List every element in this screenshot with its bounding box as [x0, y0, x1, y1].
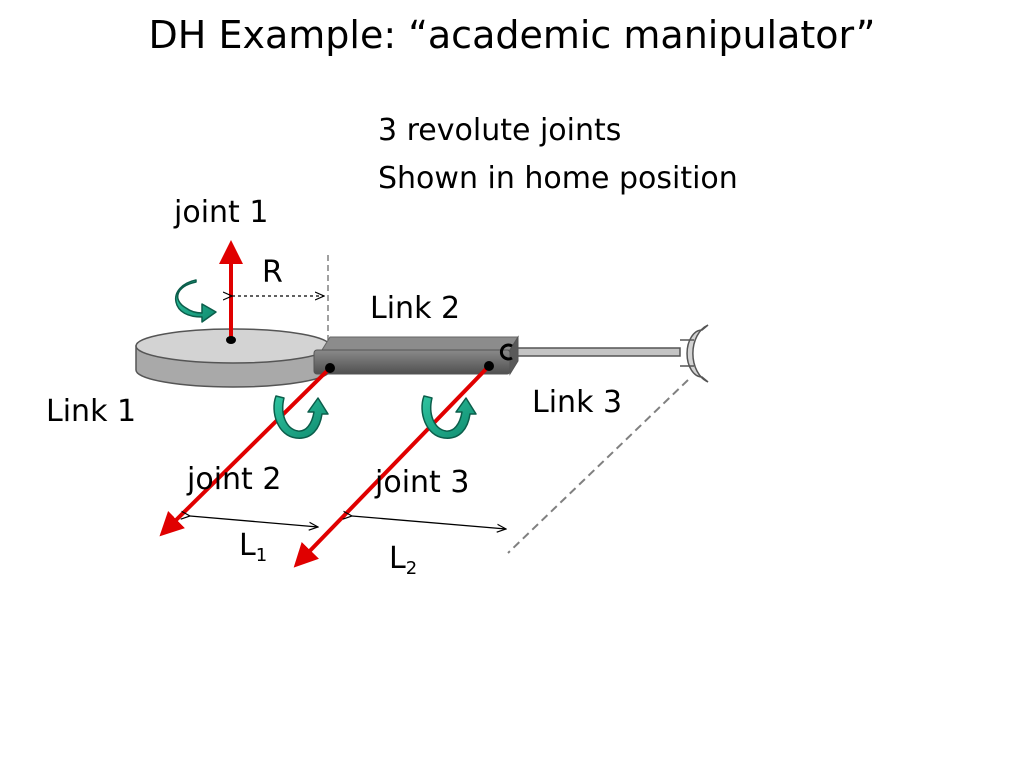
link3-joint-hook [499, 343, 513, 361]
link3-rod [507, 347, 681, 357]
description-line-1: 3 revolute joints [378, 113, 622, 148]
joint3-label: joint 3 [375, 465, 470, 500]
joint2-point [325, 363, 335, 373]
link2-bar [313, 335, 519, 376]
l1-label: L1 [239, 531, 267, 565]
l1-dimension-arrow [190, 516, 318, 527]
rotation-arrow-joint3-icon [421, 395, 477, 439]
joint2-axis [159, 366, 332, 537]
description-line-2: Shown in home position [378, 161, 738, 196]
r-label: R [262, 255, 283, 290]
link2-label: Link 2 [370, 291, 461, 326]
l1-label-main: L [239, 528, 256, 563]
l1-label-subscript: 1 [255, 545, 268, 566]
joint3-axis [293, 364, 491, 568]
l2-label-subscript: 2 [405, 558, 418, 579]
l2-label: L2 [389, 544, 417, 578]
link3-label: Link 3 [532, 385, 623, 420]
joint1-label: joint 1 [174, 195, 269, 230]
slide-title: DH Example: “academic manipulator” [148, 13, 876, 57]
joint2-label: joint 2 [187, 462, 282, 497]
gripper-icon [686, 324, 709, 383]
l2-dimension-arrow [352, 516, 506, 529]
link3-reference-dashed-line [507, 379, 689, 554]
joint1-point [226, 336, 236, 344]
rotation-arrow-joint2-icon [273, 395, 329, 439]
l2-label-main: L [389, 541, 406, 576]
link1-label: Link 1 [46, 394, 137, 429]
joint3-point [484, 361, 494, 371]
rotation-arrow-joint1-icon [174, 279, 217, 323]
